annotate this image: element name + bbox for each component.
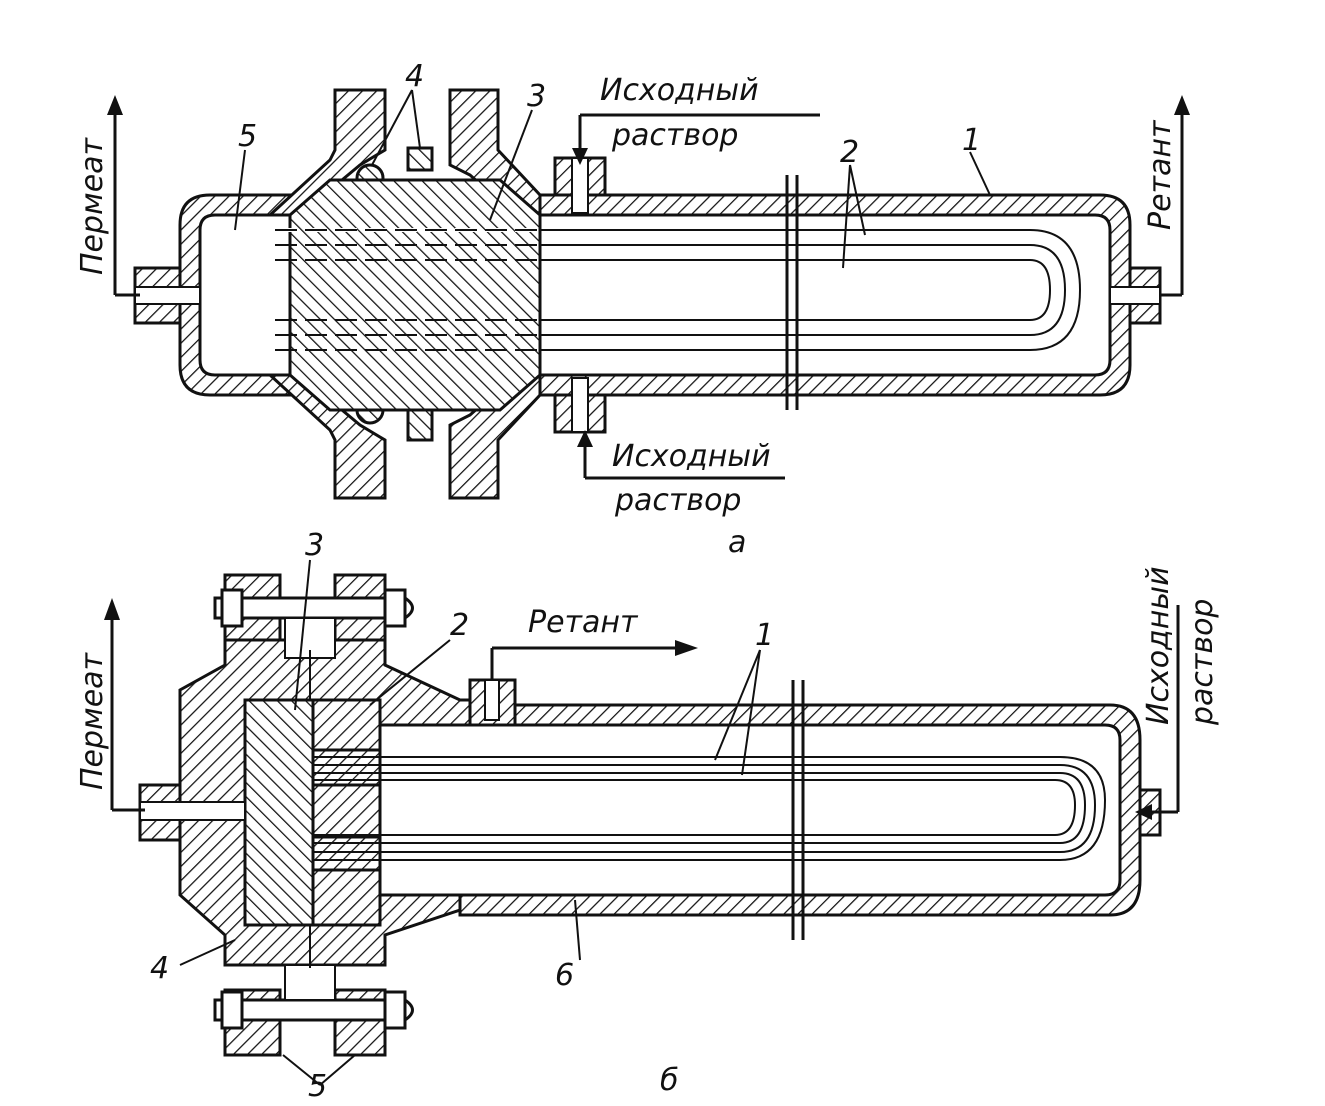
gasket-bottom	[406, 408, 434, 442]
fiber-ends	[275, 228, 540, 351]
callout-3-a: 3	[527, 79, 546, 114]
feed-top-label-2: раствор	[611, 118, 738, 153]
gasket-top	[406, 146, 434, 172]
callout-3-b: 3	[305, 528, 324, 563]
callout-2-a: 2	[840, 135, 859, 170]
hollow-fibers-1-b	[313, 756, 1107, 861]
panel-label-a: а	[728, 525, 746, 560]
permeate-arrow-b	[104, 598, 120, 620]
panel-label-b: б	[660, 1063, 679, 1098]
callout-5-b: 5	[308, 1069, 327, 1104]
permeate-label-b: Пермеат	[75, 651, 110, 790]
retentate-label-a: Ретант	[1143, 119, 1178, 230]
figure-b: Пермеат Ретант Исходный раствор 1 2 3 4 …	[75, 528, 1220, 1104]
shell-6	[458, 703, 1142, 917]
retentate-arrow-b	[675, 640, 698, 656]
feed-label-b-1: Исходный	[1141, 566, 1176, 725]
permeate-arrow-a	[107, 95, 123, 115]
feed-bottom-label-1: Исходный	[612, 439, 771, 474]
retentate-arrow-a	[1174, 95, 1190, 115]
callout-5-a: 5	[238, 119, 257, 154]
callout-6-b: 6	[555, 958, 574, 993]
callout-1-a: 1	[962, 123, 981, 158]
insert-2-b	[311, 698, 382, 752]
housing-1-shell	[538, 193, 1132, 397]
feed-top-label-1: Исходный	[600, 73, 759, 108]
callout-2-b: 2	[450, 608, 469, 643]
tube-sheet-3-b	[243, 698, 315, 927]
retentate-label-b: Ретант	[528, 605, 639, 640]
figure-a: Пермеат Ретант Исходный раствор Исходный…	[75, 59, 1190, 560]
feed-arrow-bottom	[577, 430, 593, 447]
feed-bottom-label-2: раствор	[614, 483, 741, 518]
permeate-label-a: Пермеат	[75, 136, 110, 275]
feed-label-b-2: раствор	[1185, 599, 1220, 726]
feed-arrow-top	[572, 148, 588, 165]
callout-4-a: 4	[405, 59, 424, 94]
tube-sheet-3	[288, 178, 542, 412]
callout-1-b: 1	[755, 618, 774, 653]
feed-arrow-b	[1135, 804, 1152, 820]
hollow-fibers-2	[540, 229, 1082, 351]
callout-4-b: 4	[150, 951, 169, 986]
